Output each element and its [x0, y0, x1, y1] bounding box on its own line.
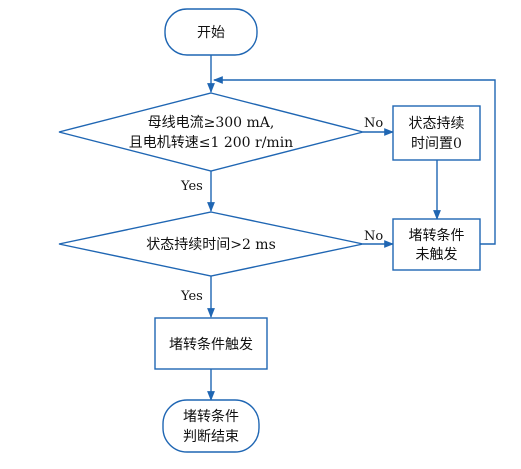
edge-label-yes-2: Yes — [180, 289, 203, 304]
start-label: 开始 — [197, 25, 225, 41]
triggered-label: 堵转条件触发 — [169, 336, 253, 353]
edge-label-no-1: No — [364, 116, 383, 131]
edge-label-yes-1: Yes — [180, 179, 203, 194]
edge-label-no-2: No — [364, 229, 383, 244]
reset-timer-line2: 时间置0 — [411, 136, 462, 152]
end-line1: 堵转条件 — [183, 408, 239, 425]
end-node: 堵转条件 判断结束 — [162, 399, 260, 453]
decision-duration: 状态持续时间>2 ms — [58, 211, 364, 277]
end-line2: 判断结束 — [183, 429, 239, 445]
decision-current-line1: 母线电流≥300 mA, — [148, 115, 275, 131]
process-not-triggered: 堵转条件 未触发 — [392, 218, 481, 271]
not-triggered-line1: 堵转条件 — [409, 227, 465, 244]
start-node: 开始 — [164, 8, 258, 56]
reset-timer-line1: 状态持续 — [409, 115, 465, 132]
not-triggered-line2: 未触发 — [416, 247, 458, 263]
process-reset-timer: 状态持续 时间置0 — [392, 105, 481, 161]
decision-current-line2: 且电机转速≤1 200 r/min — [129, 135, 293, 151]
decision-duration-label: 状态持续时间>2 ms — [146, 236, 276, 253]
process-triggered: 堵转条件触发 — [154, 317, 268, 370]
edge-loop-back — [213, 76, 496, 245]
decision-current-speed: 母线电流≥300 mA, 且电机转速≤1 200 r/min — [58, 92, 364, 172]
